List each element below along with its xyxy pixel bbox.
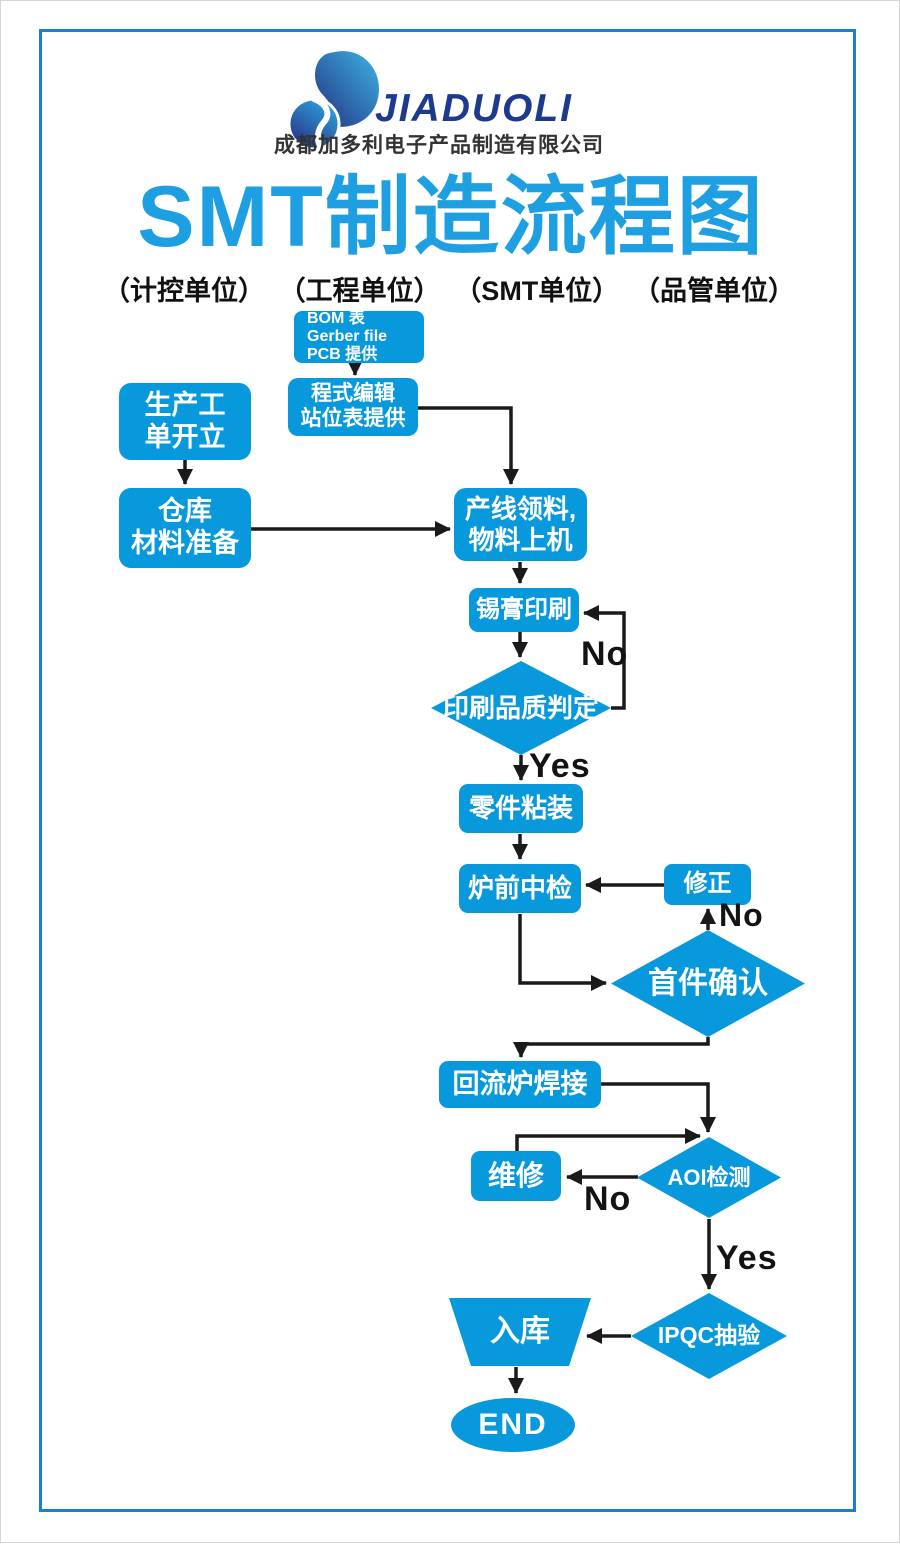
node-warehouse-prep: 仓库 材料准备 <box>119 488 251 568</box>
logo: JIADUOLI <box>287 49 617 151</box>
logo-swirl-icon <box>287 51 379 151</box>
node-repair: 维修 <box>471 1151 561 1201</box>
edge-label-no-aoi: No <box>584 1180 632 1218</box>
node-end: END <box>451 1398 575 1452</box>
edge-label-no-print: No <box>581 635 629 673</box>
node-line-material: 产线领料, 物料上机 <box>454 488 587 561</box>
unit-label-engineering: （工程单位） <box>278 276 441 306</box>
node-correction: 修正 <box>664 864 751 905</box>
node-pre-oven-check: 炉前中检 <box>459 864 581 913</box>
edge-label-yes-print: Yes <box>529 747 591 785</box>
node-bom-input: BOM 表 Gerber file PCB 提供 <box>294 310 424 363</box>
unit-label-quality: （品管单位） <box>632 276 795 306</box>
company-name: 成都加多利电子产品制造有限公司 <box>274 134 604 157</box>
edge-label-yes-aoi: Yes <box>716 1239 778 1277</box>
border-frame <box>39 29 856 1512</box>
node-work-order: 生产工 单开立 <box>119 383 251 460</box>
node-reflow-solder: 回流炉焊接 <box>439 1061 601 1108</box>
node-program-edit: 程式编辑 站位表提供 <box>288 378 418 436</box>
unit-label-planning: （计控单位） <box>103 276 265 306</box>
node-solder-print: 锡膏印刷 <box>469 588 579 632</box>
page-title: SMT制造流程图 <box>137 169 765 265</box>
node-storage: 入库 <box>449 1298 591 1366</box>
logo-wordmark: JIADUOLI <box>375 87 574 130</box>
node-parts-mount: 零件粘装 <box>459 784 583 833</box>
unit-label-smt: （SMT单位） <box>454 276 620 306</box>
edge-label-no-first-article: No <box>719 897 764 933</box>
unit-columns: （计控单位） （工程单位） （SMT单位） （品管单位） <box>103 269 795 308</box>
